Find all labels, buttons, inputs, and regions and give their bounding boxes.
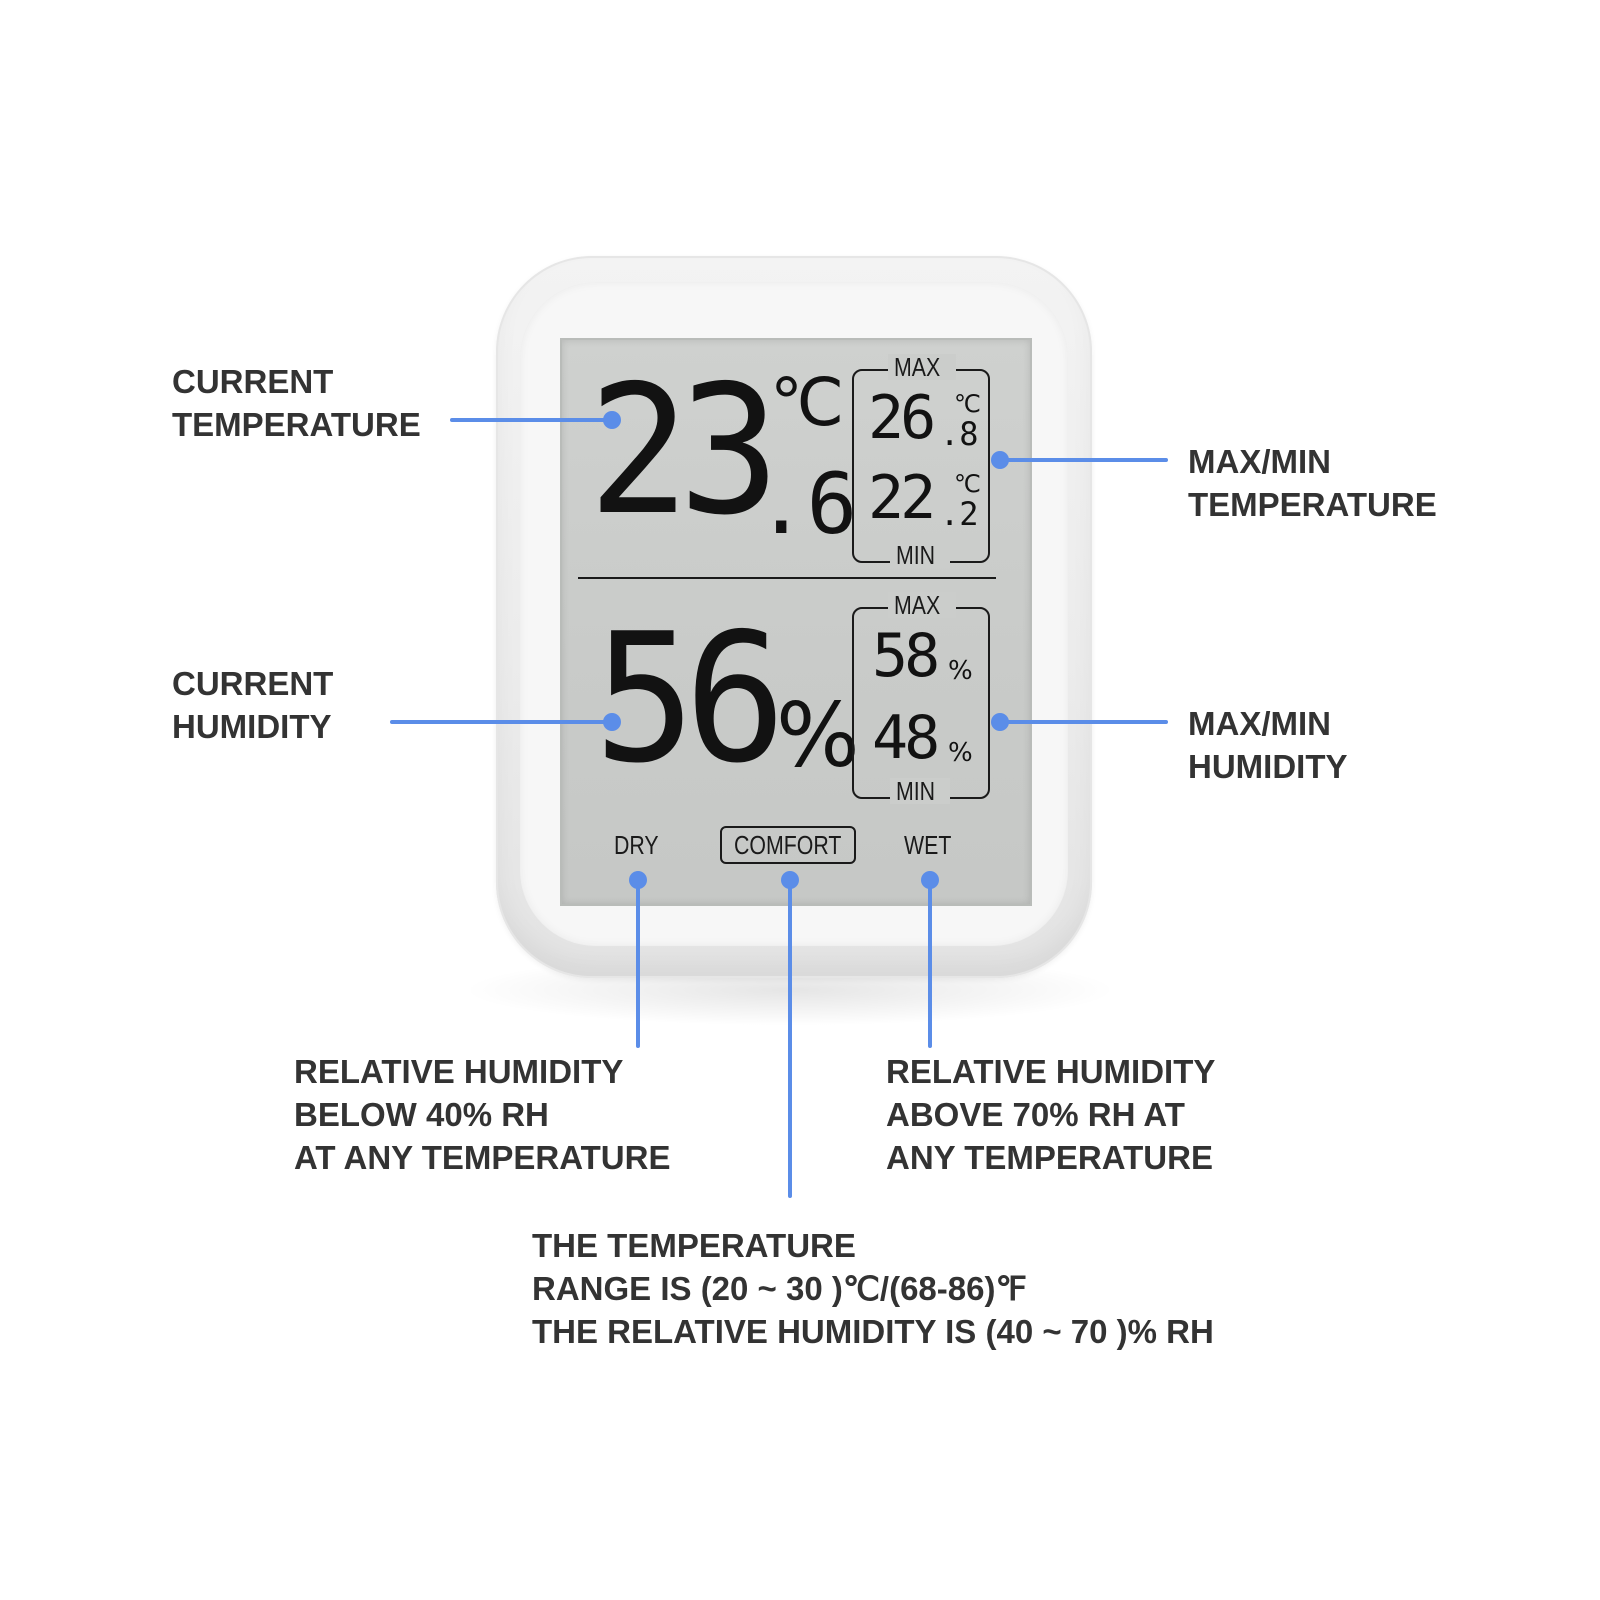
comfort-indicator: COMFORT <box>734 830 842 860</box>
max-min-humidity-callout-dot <box>991 713 1009 731</box>
celsius-unit: ℃ <box>770 364 845 441</box>
hum-max-tag: MAX <box>894 590 941 620</box>
comfort-callout-dot <box>781 871 799 889</box>
humidity-min-value: 48 <box>872 703 940 773</box>
current-humidity-callout-dot <box>603 713 621 731</box>
dry-indicator: DRY <box>614 830 659 860</box>
temp-min-unit: ℃ <box>954 470 981 498</box>
temp-max-unit: ℃ <box>954 390 981 418</box>
humidity-max-value: 58 <box>872 621 940 691</box>
temp-min-decimal: .2 <box>940 495 979 533</box>
temp-min-tag: MIN <box>896 540 936 570</box>
temp-max-tag: MAX <box>894 352 941 382</box>
dry-note-label: RELATIVE HUMIDITY BELOW 40% RH AT ANY TE… <box>294 1053 671 1176</box>
max-min-temperature-callout-dot <box>991 451 1009 469</box>
wet-note-label: RELATIVE HUMIDITY ABOVE 70% RH AT ANY TE… <box>886 1053 1216 1176</box>
comfort-range-note-label: THE TEMPERATURE RANGE IS (20 ~ 30 )℃/(68… <box>532 1227 1214 1350</box>
current-temperature-value: 23 <box>588 347 780 554</box>
humidity-max-unit: % <box>948 656 973 686</box>
comfort-indicator-frame <box>720 826 856 864</box>
temp-min-value: 22 <box>868 463 936 533</box>
hum-min-tag: MIN <box>896 776 936 806</box>
humidity-percent-unit: % <box>776 684 860 787</box>
temp-max-decimal: .8 <box>940 415 979 453</box>
current-temperature-label: CURRENT TEMPERATURE <box>172 363 421 443</box>
temp-max-value: 26 <box>868 383 936 453</box>
wet-callout-dot <box>921 871 939 889</box>
max-min-humidity-label: MAX/MIN HUMIDITY <box>1188 705 1348 785</box>
current-temperature-decimal: .6 <box>756 455 858 553</box>
current-humidity-label: CURRENT HUMIDITY <box>172 665 334 745</box>
lcd-screen <box>560 338 1032 906</box>
max-min-temperature-label: MAX/MIN TEMPERATURE <box>1188 443 1437 523</box>
current-humidity-value: 56 <box>594 595 786 802</box>
current-temperature-callout-dot <box>603 411 621 429</box>
wet-indicator: WET <box>904 830 952 860</box>
dry-callout-dot <box>629 871 647 889</box>
lcd-divider <box>578 577 996 579</box>
humidity-min-unit: % <box>948 738 973 768</box>
